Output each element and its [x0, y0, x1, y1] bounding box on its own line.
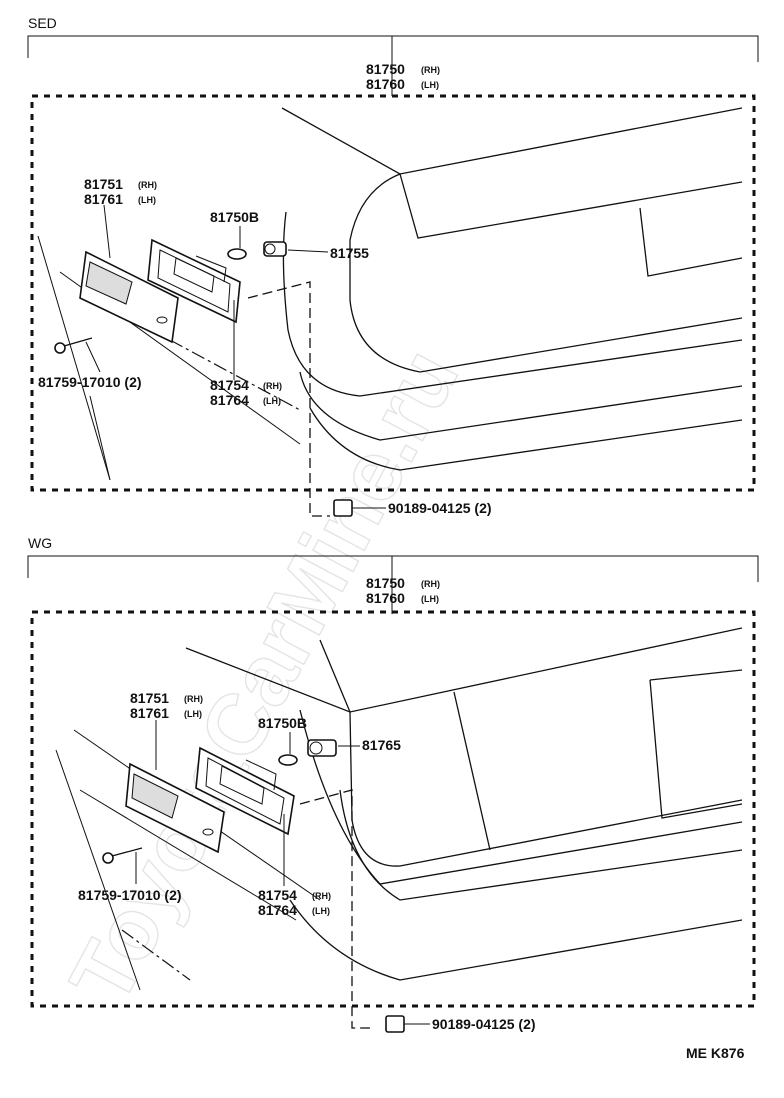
- dash-leader: [299, 789, 370, 1029]
- gasket: [147, 238, 241, 324]
- lens-side-lh: (LH): [138, 195, 156, 205]
- assembly-part-number-lh: 81760: [366, 590, 405, 606]
- socket-part-number: 81755: [330, 245, 369, 261]
- lens-part-number-lh: 81761: [84, 191, 123, 207]
- nut-part-number: 90189-04125 (2): [432, 1016, 536, 1032]
- side-marker-lens: [125, 762, 225, 854]
- side-marker-lens: [79, 250, 179, 344]
- footer-code: ME K876: [686, 1045, 745, 1061]
- assembly-side-lh: (LH): [421, 80, 439, 90]
- bumper-top: [339, 789, 743, 901]
- gasket: [195, 746, 295, 836]
- screw-part-number: 81759-17010 (2): [38, 374, 142, 390]
- gasket-part-number: 81754: [258, 887, 297, 903]
- body-edge: [349, 173, 743, 373]
- screw: [102, 847, 143, 864]
- screw: [54, 337, 93, 354]
- lens-part-number: 81751: [130, 690, 169, 706]
- screw-leader: [85, 341, 101, 373]
- body-edge: [319, 639, 743, 867]
- fender-line: [55, 749, 141, 991]
- nut-part-number: 90189-04125 (2): [388, 500, 492, 516]
- bumper-bottom: [289, 899, 743, 981]
- window-line: [399, 173, 743, 239]
- socket: [263, 241, 287, 257]
- gasket-side-lh: (LH): [263, 396, 281, 406]
- assembly-frame: [30, 610, 756, 1008]
- lens-side-rh: (RH): [138, 180, 157, 190]
- assembly-side-lh: (LH): [421, 594, 439, 604]
- assembly-part-number-lh: 81760: [366, 76, 405, 92]
- fender-line-3: [79, 789, 297, 921]
- section-title-wg: WG: [28, 535, 52, 551]
- lens-side-rh: (RH): [184, 694, 203, 704]
- quarter-line: [282, 211, 743, 397]
- roof-line: [281, 107, 743, 175]
- gasket-side-rh: (RH): [263, 381, 282, 391]
- bumper-bottom: [309, 407, 743, 471]
- gasket-part-number: 81754: [210, 377, 249, 393]
- section-wg: WG 81750 (RH) 81760 (LH) 81751 (RH) 8176…: [27, 535, 759, 1033]
- lens-side-lh: (LH): [184, 709, 202, 719]
- window-line: [649, 679, 743, 819]
- assembly-part-number: 81750: [366, 575, 405, 591]
- fender-line-3: [89, 395, 111, 481]
- bulb: [278, 754, 298, 766]
- center-line: [121, 929, 191, 981]
- nut: [385, 1015, 405, 1033]
- gasket-part-number-lh: 81764: [258, 902, 297, 918]
- dash-leader: [247, 281, 330, 517]
- bumper-top: [299, 371, 743, 441]
- socket-part-number: 81765: [362, 737, 401, 753]
- lens-part-number-lh: 81761: [130, 705, 169, 721]
- fender-line: [37, 235, 111, 481]
- lens-part-number: 81751: [84, 176, 123, 192]
- section-title-sed: SED: [28, 15, 57, 31]
- assembly-frame: [30, 94, 756, 492]
- socket: [307, 739, 337, 757]
- gasket-part-number-lh: 81764: [210, 392, 249, 408]
- socket-leader: [287, 249, 329, 253]
- window-top: [649, 669, 743, 681]
- gasket-side-lh: (LH): [312, 906, 330, 916]
- bulb: [227, 248, 247, 260]
- assembly-side-rh: (RH): [421, 579, 440, 589]
- assembly-part-number: 81750: [366, 61, 405, 77]
- assembly-side-rh: (RH): [421, 65, 440, 75]
- screw-part-number: 81759-17010 (2): [78, 887, 182, 903]
- nut: [333, 499, 353, 517]
- bulb-part-number: 81750B: [210, 209, 259, 225]
- assembly-bracket: [27, 35, 759, 62]
- gasket-side-rh: (RH): [312, 891, 331, 901]
- trunk-line: [639, 207, 743, 277]
- bulb-part-number: 81750B: [258, 715, 307, 731]
- section-sed: SED 81750 (RH) 81760 (LH) 81751 (RH) 8: [27, 15, 759, 517]
- assembly-bracket: [27, 555, 759, 582]
- lens-leader: [103, 204, 111, 259]
- pillar-line: [453, 691, 491, 851]
